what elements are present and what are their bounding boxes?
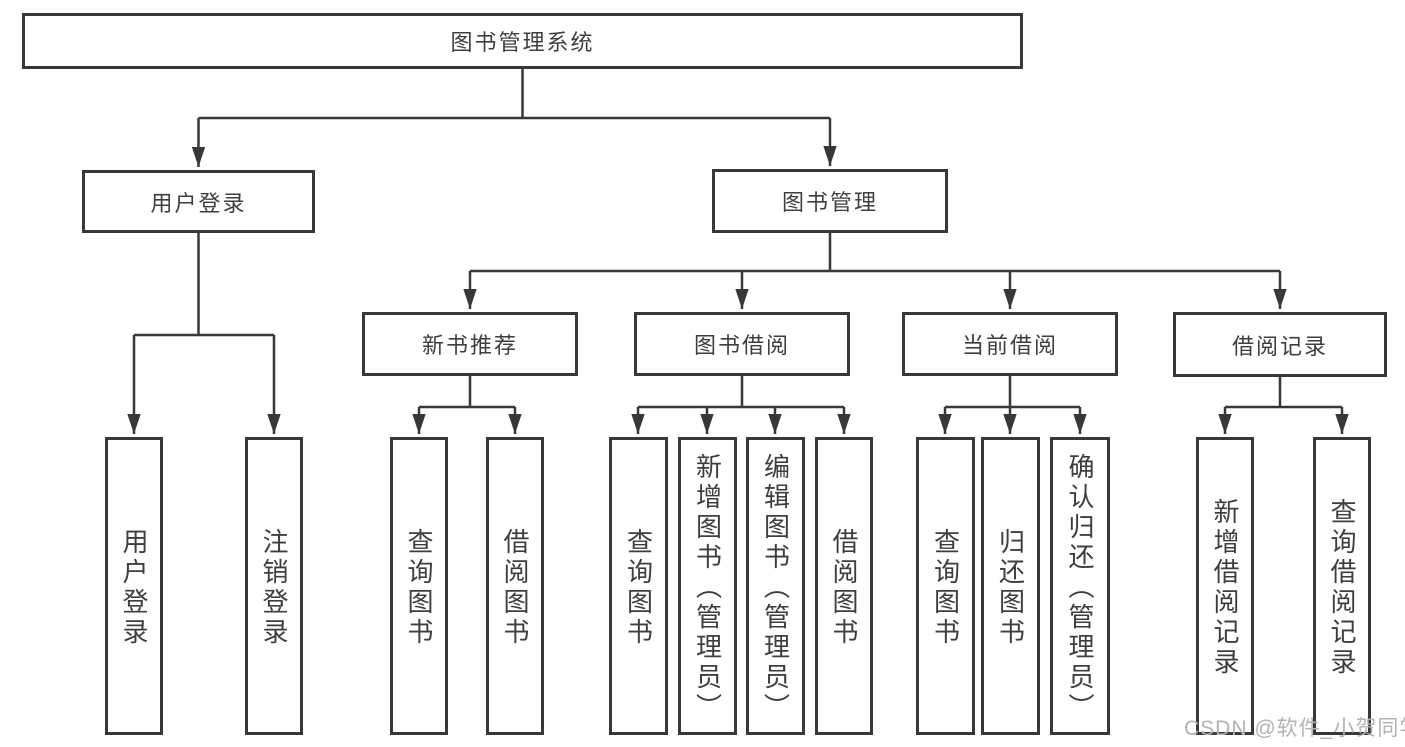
node-book-management-label: 图书管理 [781, 190, 878, 215]
leaf-logout: 注销登录 [245, 437, 303, 735]
node-new-book-recommend: 新书推荐 [362, 312, 578, 376]
leaf-edit-books-admin: 编辑图书（管理员） [746, 437, 805, 735]
leaf-recommend-borrow-books: 借阅图书 [486, 437, 544, 735]
leaf-user-login: 用户登录 [105, 437, 163, 735]
node-borrow-records: 借阅记录 [1173, 312, 1387, 377]
leaf-edit-books-admin-label: 编辑图书（管理员） [760, 453, 791, 723]
leaf-recommend-query-books: 查询图书 [390, 437, 448, 735]
leaf-user-login-label: 用户登录 [119, 528, 149, 648]
leaf-return-books-label: 归还图书 [995, 528, 1026, 648]
leaf-current-query-books: 查询图书 [916, 437, 975, 735]
node-current-borrow: 当前借阅 [902, 312, 1118, 376]
leaf-recommend-borrow-books-label: 借阅图书 [500, 528, 530, 648]
node-root-system: 图书管理系统 [22, 13, 1023, 69]
node-root-system-label: 图书管理系统 [450, 30, 595, 55]
leaf-query-borrow-record: 查询借阅记录 [1313, 437, 1371, 735]
leaf-current-query-books-label: 查询图书 [930, 528, 961, 648]
leaf-confirm-return-admin-label: 确认归还（管理员） [1065, 453, 1095, 723]
leaf-borrow-query-books: 查询图书 [609, 437, 668, 735]
node-borrow-records-label: 借阅记录 [1231, 333, 1328, 359]
node-user-login-label: 用户登录 [150, 190, 247, 216]
leaf-borrow-query-books-label: 查询图书 [623, 528, 654, 648]
leaf-recommend-query-books-label: 查询图书 [404, 528, 434, 648]
leaf-borrow-books-label: 借阅图书 [829, 528, 859, 648]
leaf-add-books-admin: 新增图书（管理员） [678, 437, 737, 735]
leaf-return-books: 归还图书 [981, 437, 1040, 735]
leaf-add-borrow-record-label: 新增借阅记录 [1210, 498, 1240, 678]
leaf-query-borrow-record-label: 查询借阅记录 [1327, 498, 1357, 678]
csdn-watermark: CSDN @软件_小贺同学 [1184, 717, 1405, 740]
node-book-management: 图书管理 [712, 169, 948, 233]
leaf-logout-label: 注销登录 [259, 528, 289, 648]
leaf-add-books-admin-label: 新增图书（管理员） [692, 453, 723, 723]
node-book-borrow-label: 图书借阅 [693, 333, 790, 358]
node-new-book-recommend-label: 新书推荐 [421, 333, 518, 358]
leaf-confirm-return-admin: 确认归还（管理员） [1050, 437, 1110, 735]
leaf-add-borrow-record: 新增借阅记录 [1196, 437, 1254, 735]
node-current-borrow-label: 当前借阅 [961, 333, 1058, 358]
leaf-borrow-books: 借阅图书 [815, 437, 873, 735]
node-book-borrow: 图书借阅 [634, 312, 850, 376]
node-user-login: 用户登录 [82, 170, 315, 233]
